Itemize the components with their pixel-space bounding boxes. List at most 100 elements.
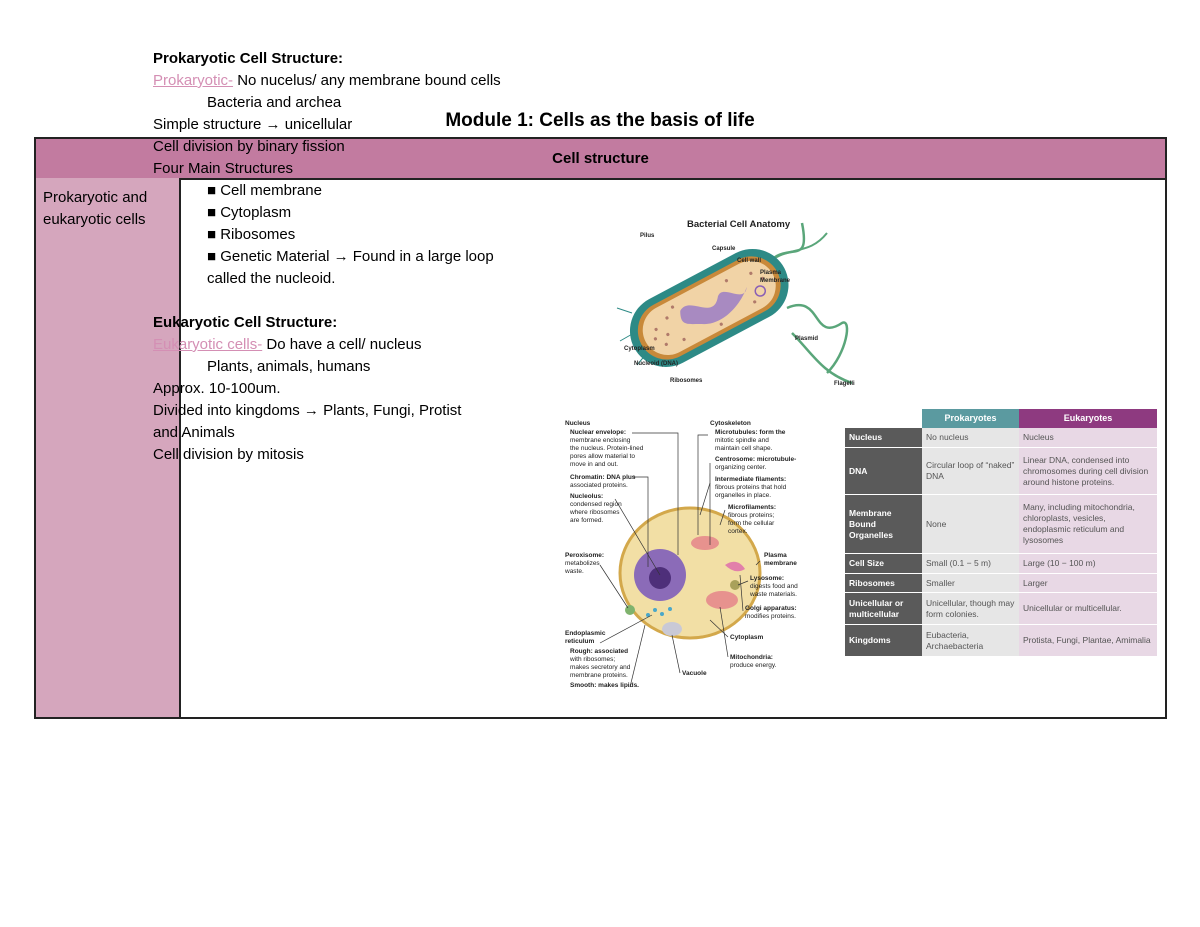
label-plasma: Plasma bbox=[760, 270, 782, 276]
label-smooth: Smooth: makes lipids. bbox=[570, 682, 639, 689]
label-intermediate-2: fibrous proteins that hold bbox=[715, 484, 787, 491]
label-envelope-2: membrane enclosing bbox=[570, 437, 631, 444]
prokaryotic-structure: Simple structure → unicellular bbox=[153, 116, 353, 133]
label-peroxisome-3: waste. bbox=[564, 568, 584, 575]
label-rough-1: Rough: associated bbox=[570, 648, 628, 655]
comparison-euk-cell: Larger bbox=[1019, 574, 1157, 593]
label-centrosome-1: Centrosome: microtubule- bbox=[715, 456, 796, 463]
comparison-row-label: Kingdoms bbox=[845, 625, 922, 657]
label-plasma-1: Plasma bbox=[764, 552, 787, 559]
bacteria-figure-title: Bacterial Cell Anatomy bbox=[687, 219, 791, 230]
bullet-genetic-material-cont: called the nucleoid. bbox=[207, 270, 336, 287]
label-intermediate-1: Intermediate filaments: bbox=[715, 476, 786, 483]
label-rough-4: membrane proteins. bbox=[570, 672, 628, 679]
label-microfilaments-3: form the cellular bbox=[728, 520, 775, 527]
comparison-prok-cell: None bbox=[922, 495, 1019, 554]
prokaryotic-definition: Prokaryotic- No nucelus/ any membrane bo… bbox=[153, 70, 501, 92]
eukaryotic-cell-figure: Nucleus Nuclear envelope: membrane enclo… bbox=[564, 420, 798, 689]
four-main-structures: Four Main Structures bbox=[153, 160, 294, 177]
bullet-ribosomes: ■ Ribosomes bbox=[207, 226, 296, 243]
label-vacuole: Vacuole bbox=[682, 670, 707, 677]
eukaryote-right-labels: Cytoskeleton Microtubules: form the mito… bbox=[682, 420, 798, 677]
label-nucleus: Nucleus bbox=[565, 420, 591, 427]
table-header: Cell structure bbox=[36, 139, 1165, 180]
label-cytoplasm: Cytoplasm bbox=[624, 346, 655, 352]
label-golgi-1: Golgi apparatus: bbox=[745, 605, 797, 612]
label-lysosome-2: digests food and bbox=[750, 583, 798, 590]
eukaryotic-size: Approx. 10-100um. bbox=[153, 380, 281, 397]
comparison-prok-cell: No nucleus bbox=[922, 428, 1019, 448]
er-ribosomes bbox=[646, 607, 672, 617]
page-title: Module 1: Cells as the basis of life bbox=[445, 110, 755, 131]
label-nucleolus-4: are formed. bbox=[570, 517, 603, 524]
comparison-row: Unicellular or multicellular Unicellular… bbox=[845, 593, 1157, 625]
pili bbox=[616, 307, 648, 366]
label-flagelli: Flagelli bbox=[834, 381, 855, 387]
label-microfilaments-2: fibrous proteins; bbox=[728, 512, 774, 519]
eukaryotic-link[interactable]: Eukaryotic cells- bbox=[153, 336, 263, 353]
label-envelope-5: move in and out. bbox=[570, 461, 618, 468]
comparison-prok-cell: Eubacteria, Archaebacteria bbox=[922, 625, 1019, 657]
eukaryotic-definition-text: Do have a cell/ nucleus bbox=[262, 336, 422, 353]
row-label-line-2: eukaryotic cells bbox=[43, 211, 146, 228]
label-peroxisome-2: metabolizes bbox=[565, 560, 600, 567]
comparison-euk-cell: Linear DNA, condensed into chromosomes d… bbox=[1019, 448, 1157, 495]
label-plasmid: Plasmid bbox=[795, 336, 818, 342]
peroxisome-shape bbox=[625, 605, 635, 615]
bacterial-cell-figure: Bacterial Cell Anatomy Pilus Capsule Cel… bbox=[616, 219, 855, 387]
comparison-row: Membrane Bound Organelles None Many, inc… bbox=[845, 495, 1157, 554]
comparison-header-eukaryotes: Eukaryotes bbox=[1019, 409, 1157, 428]
prokaryotic-definition-text: No nucelus/ any membrane bound cells bbox=[233, 72, 501, 89]
comparison-euk-cell: Many, including mitochondria, chloroplas… bbox=[1019, 495, 1157, 554]
plasmid-shape bbox=[754, 285, 767, 297]
label-envelope-1: Nuclear envelope: bbox=[570, 429, 626, 436]
label-microtubules-2: mitotic spindle and bbox=[715, 437, 769, 444]
comparison-row: Cell Size Small (0.1 − 5 m) Large (10 − … bbox=[845, 554, 1157, 574]
comparison-row-label: Membrane Bound Organelles bbox=[845, 495, 922, 554]
label-intermediate-3: organelles in place. bbox=[715, 492, 771, 499]
comparison-euk-cell: Protista, Fungi, Plantae, Amimalia bbox=[1019, 625, 1157, 657]
label-cytoskeleton: Cytoskeleton bbox=[710, 420, 751, 427]
label-nucleolus-2: condensed region bbox=[570, 501, 622, 508]
comparison-euk-cell: Large (10 − 100 m) bbox=[1019, 554, 1157, 574]
comparison-prok-cell: Unicellular, though may form colonies. bbox=[922, 593, 1019, 625]
label-microfilaments-4: cortex. bbox=[728, 528, 748, 535]
comparison-row: Kingdoms Eubacteria, Archaebacteria Prot… bbox=[845, 625, 1157, 657]
label-pilus: Pilus bbox=[640, 233, 655, 239]
vacuole-shape bbox=[662, 622, 682, 636]
label-nucleolus-3: where ribosomes bbox=[569, 509, 620, 516]
comparison-row: DNA Circular loop of “naked” DNA Linear … bbox=[845, 448, 1157, 495]
label-rough-3: makes secretory and bbox=[570, 664, 631, 671]
nucleolus-shape bbox=[649, 567, 671, 589]
comparison-row-label: Unicellular or multicellular bbox=[845, 593, 922, 625]
label-rough-2: with ribosomes; bbox=[569, 656, 615, 663]
prokaryotic-link[interactable]: Prokaryotic- bbox=[153, 72, 234, 89]
comparison-row: Ribosomes Smaller Larger bbox=[845, 574, 1157, 593]
comparison-row-label: Nucleus bbox=[845, 428, 922, 448]
comparison-table: Prokaryotes Eukaryotes Nucleus No nucleu… bbox=[845, 409, 1157, 657]
flagellum bbox=[791, 332, 853, 385]
comparison-header-prokaryotes: Prokaryotes bbox=[922, 409, 1019, 428]
label-chromatin-1: Chromatin: DNA plus bbox=[570, 474, 636, 481]
label-plasma-2: membrane bbox=[764, 560, 797, 567]
label-cytoplasm-euk: Cytoplasm bbox=[730, 634, 763, 641]
prokaryotic-division: Cell division by binary fission bbox=[153, 138, 345, 155]
label-mitochondria-2: produce energy. bbox=[730, 662, 777, 669]
prokaryotic-heading: Prokaryotic Cell Structure: bbox=[153, 50, 344, 67]
label-centrosome-2: organizing center. bbox=[715, 464, 767, 471]
comparison-row-label: DNA bbox=[845, 448, 922, 495]
mitochondrion-shape bbox=[706, 591, 738, 609]
comparison-euk-cell: Nucleus bbox=[1019, 428, 1157, 448]
label-golgi-2: modifies proteins. bbox=[745, 613, 796, 620]
label-envelope-3: the nucleus. Protein-lined bbox=[570, 445, 644, 452]
golgi-shape bbox=[725, 561, 745, 572]
bullet-cell-membrane: ■ Cell membrane bbox=[207, 182, 322, 199]
cell-structure-table: Cell structure Prokaryotic and eukaryoti… bbox=[34, 137, 1167, 719]
label-peroxisome-1: Peroxisome: bbox=[565, 552, 604, 559]
row-label-line-1: Prokaryotic and bbox=[43, 189, 148, 206]
comparison-row-label: Cell Size bbox=[845, 554, 922, 574]
comparison-prok-cell: Small (0.1 − 5 m) bbox=[922, 554, 1019, 574]
eukaryote-left-labels: Nucleus Nuclear envelope: membrane enclo… bbox=[564, 420, 644, 689]
bullet-cytoplasm: ■ Cytoplasm bbox=[207, 204, 292, 221]
eukaryotic-kingdoms-cont: and Animals bbox=[153, 424, 235, 441]
